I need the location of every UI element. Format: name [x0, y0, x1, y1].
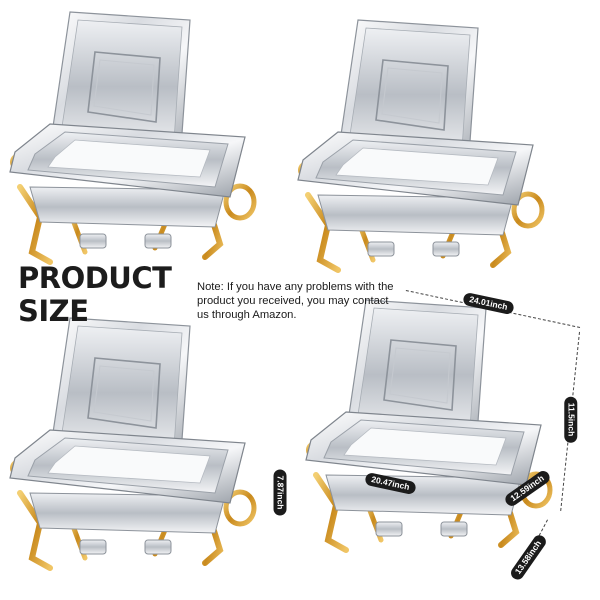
height-dimension-badge: 11.5inch [564, 396, 578, 443]
chafing-dish-top-right [298, 20, 538, 270]
contact-note: Note: If you have any problems with the … [197, 281, 394, 321]
chafing-dish-image [10, 12, 250, 267]
chafing-dish-image [10, 318, 250, 573]
chafing-dish-image [306, 300, 546, 555]
chafing-dish-top-left [10, 12, 250, 262]
chafing-dish-bottom-left [10, 318, 250, 568]
pan-depth-dimension-badge: 7.87inch [273, 469, 287, 516]
page-title-line-2: SIZE [18, 294, 89, 328]
page-title-line-1: PRODUCT [18, 261, 172, 295]
chafing-dish-bottom-right [306, 300, 546, 550]
page-title: PRODUCT SIZE [18, 261, 172, 328]
chafing-dish-image [298, 20, 538, 275]
